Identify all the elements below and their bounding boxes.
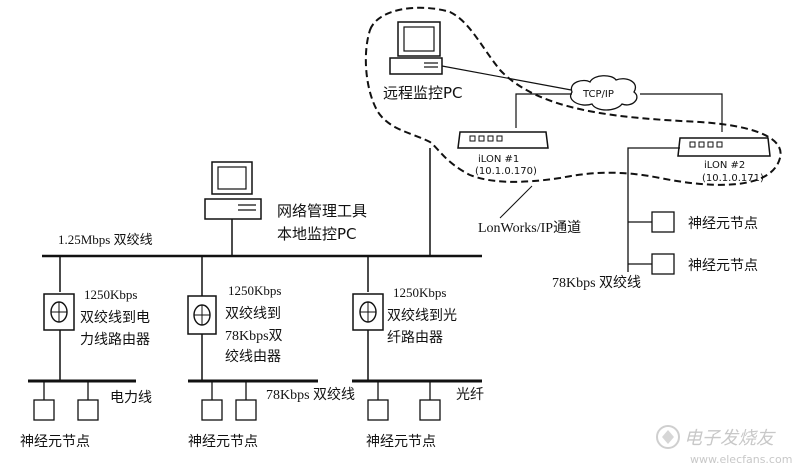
fiber-node-box-1 [367,399,389,421]
ip-channel-boundary [364,6,782,186]
router3-icon [352,293,384,331]
router2-speed: 1250Kbps [228,283,281,298]
local-pc-line1: 网络管理工具 [277,202,367,220]
power-node-box-1 [33,399,55,421]
watermark-logo-icon [656,425,680,449]
right-node-box-2 [651,253,675,275]
router3-speed: 1250Kbps [393,285,446,300]
remote-pc-icon [389,21,443,75]
ilon2-name: iLON #2 [704,160,745,171]
router2-line3: 绞线由器 [225,348,281,365]
local-pc-icon [204,161,262,220]
twisted-node-label: 神经元节点 [188,434,258,450]
twisted-node-box-2 [235,399,257,421]
router2-line1: 双绞线到 [225,305,281,322]
cloud-label: TCP/IP [582,89,614,100]
right-node-label-2: 神经元节点 [688,258,758,274]
fiber-bus-label: 光纤 [456,387,484,403]
ilon1-router-icon [457,131,549,149]
watermark-text: 电子发烧友 [684,428,776,449]
router1-speed: 1250Kbps [84,287,137,302]
router3-line2: 纤路由器 [387,330,443,346]
right-bus-label: 78Kbps 双绞线 [552,274,641,291]
router2-icon [187,295,217,335]
twisted-node-box-1 [201,399,223,421]
ilon1-ip: (10.1.0.170) [475,166,537,177]
router1-line2: 力线路由器 [80,332,150,348]
ilon2-ip: (10.1.0.171) [702,173,764,184]
watermark-url: www.elecfans.com [690,453,792,466]
power-node-box-2 [77,399,99,421]
power-bus-label: 电力线 [110,390,152,406]
router3-line1: 双绞线到光 [387,307,457,324]
local-pc-line2: 本地监控PC [277,225,357,243]
tcp-ip-cloud-icon [569,75,638,111]
power-node-label: 神经元节点 [20,434,90,450]
right-node-label-1: 神经元节点 [688,216,758,232]
lonworks-label: LonWorks/IP通道 [478,220,581,236]
router1-line1: 双绞线到电 [80,309,150,326]
ilon1-name: iLON #1 [478,154,519,165]
router2-line2: 78Kbps双 [225,328,283,344]
fiber-node-box-2 [419,399,441,421]
right-node-box-1 [651,211,675,233]
main-bus-label: 1.25Mbps 双绞线 [58,232,153,247]
router1-icon [43,293,75,331]
ilon2-router-icon [677,137,771,157]
twisted-bus-label: 78Kbps 双绞线 [266,386,355,403]
remote-pc-label: 远程监控PC [383,84,463,102]
fiber-node-label: 神经元节点 [366,434,436,450]
